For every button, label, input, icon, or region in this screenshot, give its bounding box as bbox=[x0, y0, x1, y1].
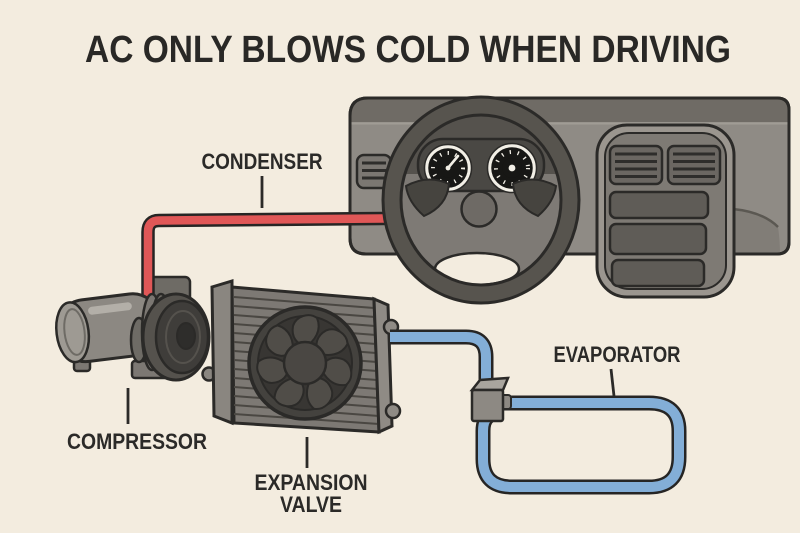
refrigerant-pipe-hot bbox=[141, 211, 441, 302]
dashboard-top-cowl bbox=[350, 98, 789, 122]
expansion-valve-label-line1: EXPANSION bbox=[255, 470, 368, 495]
radiator-outlet-bottom bbox=[384, 402, 402, 420]
wheel-cutout-right bbox=[511, 178, 558, 218]
gauge-cluster bbox=[416, 137, 546, 194]
compressor-label: COMPRESSOR bbox=[67, 429, 207, 454]
wheel-hub bbox=[460, 190, 498, 228]
side-air-vent bbox=[355, 153, 393, 190]
evaporator-label: EVAPORATOR bbox=[554, 342, 681, 367]
wheel-cutout-left bbox=[404, 178, 451, 218]
compressor-callout: COMPRESSOR bbox=[67, 388, 207, 454]
radiator-left-panel bbox=[210, 278, 234, 426]
dashboard-step-line bbox=[732, 207, 779, 228]
steering-wheel bbox=[381, 95, 581, 305]
evaporator-leader-line bbox=[609, 368, 616, 397]
expansion-valve-callout: EXPANSION VALVE bbox=[255, 437, 368, 517]
refrigerant-pipe-cold bbox=[390, 329, 687, 495]
expansion-valve-label-line2: VALVE bbox=[280, 492, 342, 517]
compressor-illustration bbox=[55, 292, 211, 382]
speedometer-gauge bbox=[486, 142, 538, 194]
evaporator-callout: EVAPORATOR bbox=[554, 342, 681, 397]
compressor-pulley bbox=[141, 292, 211, 382]
console-air-vent-left bbox=[608, 144, 664, 186]
console-panel-top bbox=[608, 190, 710, 220]
condenser-label: CONDENSER bbox=[202, 149, 323, 174]
wheel-rim bbox=[384, 98, 578, 302]
fan-blades bbox=[256, 314, 353, 410]
cooling-fan bbox=[247, 305, 363, 421]
fan-hub bbox=[282, 340, 328, 386]
console-panel-middle bbox=[608, 222, 708, 256]
console-air-vent-right bbox=[666, 144, 722, 186]
condenser-callout: CONDENSER bbox=[202, 149, 323, 208]
center-console bbox=[595, 123, 736, 299]
console-panel-bottom bbox=[610, 258, 706, 288]
expansion-valve-illustration bbox=[201, 278, 402, 435]
pipe-connector-block bbox=[469, 376, 512, 423]
page-title: AC ONLY BLOWS COLD WHEN DRIVING bbox=[85, 29, 731, 71]
